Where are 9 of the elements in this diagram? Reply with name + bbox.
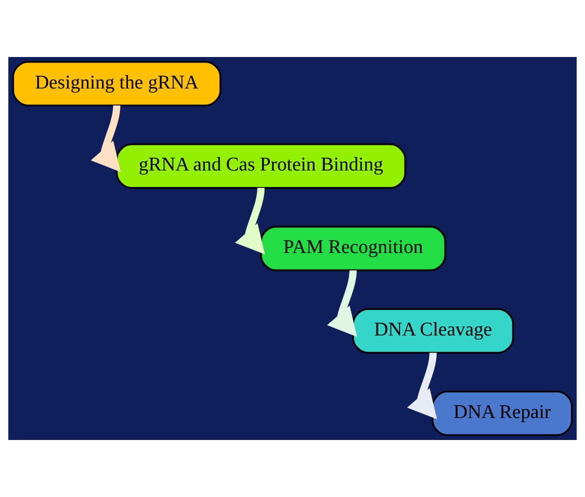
node-box: PAM Recognition — [260, 226, 446, 272]
node-box: Designing the gRNA — [12, 60, 222, 106]
node-box: DNA Repair — [432, 390, 573, 436]
arrow — [407, 352, 438, 420]
node-box: gRNA and Cas Protein Binding — [116, 143, 406, 189]
node-box: DNA Cleavage — [352, 308, 514, 354]
arrow — [235, 188, 265, 254]
arrow — [327, 270, 358, 337]
arrow — [90, 105, 121, 172]
